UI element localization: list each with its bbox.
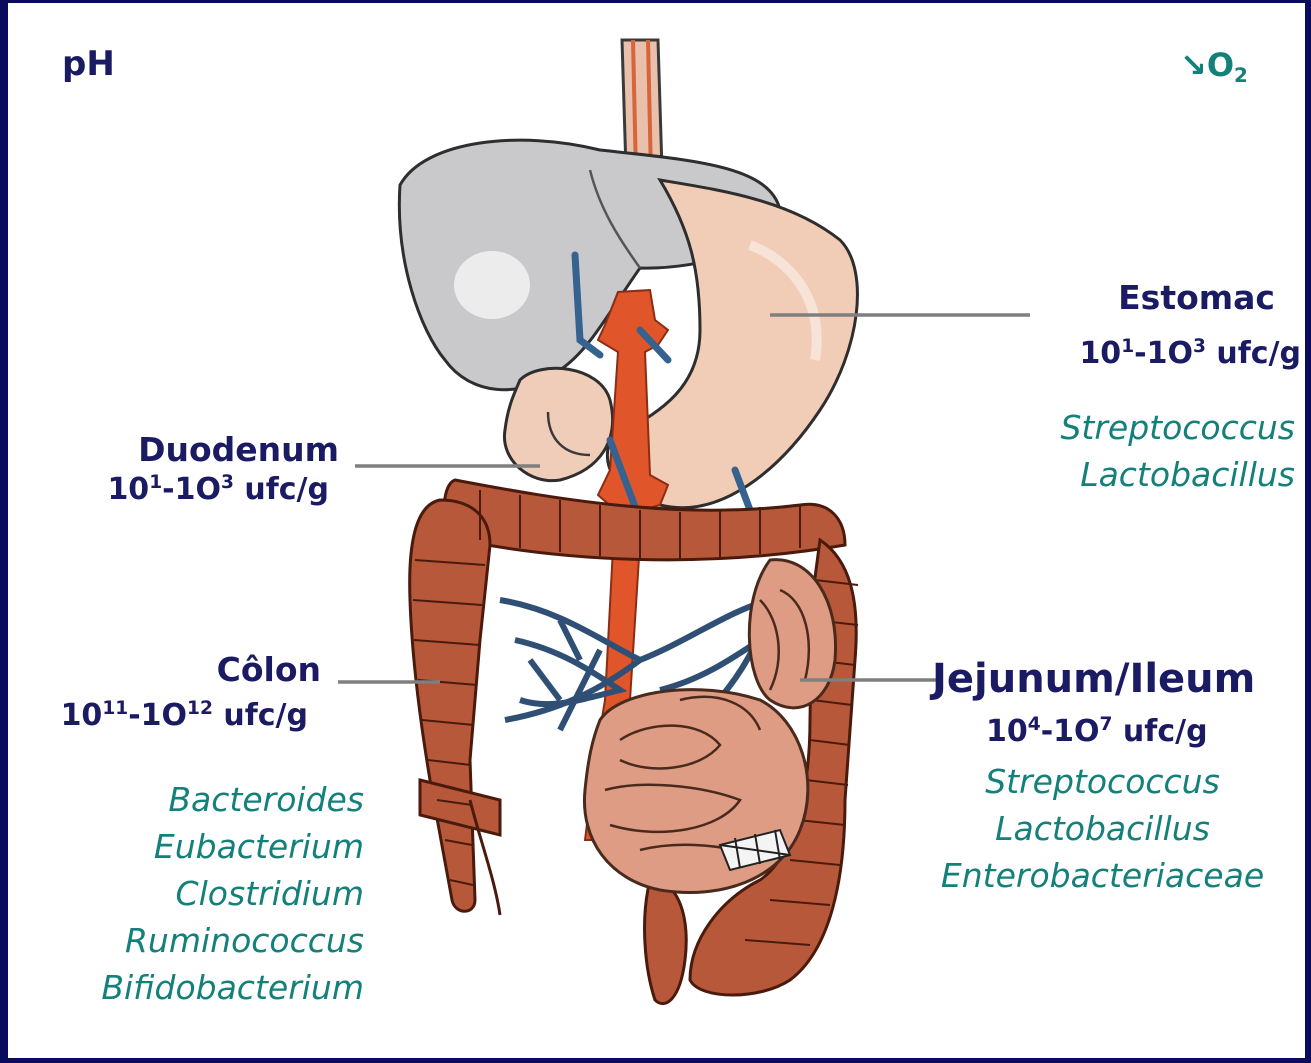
oxygen-decrease-label: ↘O2 <box>1180 46 1248 84</box>
duodenum <box>504 368 612 480</box>
genus-item: Lactobacillus <box>905 805 1300 852</box>
oxygen-subscript: 2 <box>1234 64 1248 87</box>
genus-item: Streptococcus <box>905 758 1300 805</box>
colon-label: Côlon <box>217 650 321 689</box>
ph-label: pH <box>62 44 115 84</box>
estomac-count: 101-1O3 ufc/g <box>1079 336 1301 371</box>
genus-item: Enterobacteriaceae <box>905 852 1300 899</box>
colon-count: 1011-1O12 ufc/g <box>61 698 308 733</box>
oxygen-symbol: O <box>1207 46 1234 84</box>
genus-item: Clostridium <box>101 870 364 917</box>
jejunum-count: 104-1O7 ufc/g <box>986 714 1208 749</box>
jejunum-genera: Streptococcus Lactobacillus Enterobacter… <box>905 758 1300 899</box>
genus-item: Lactobacillus <box>1060 451 1295 498</box>
estomac-genera: Streptococcus Lactobacillus <box>1060 404 1295 498</box>
genus-item: Bacteroides <box>101 776 364 823</box>
duodenum-label: Duodenum <box>138 430 339 469</box>
colon-genera: Bacteroides Eubacterium Clostridium Rumi… <box>101 776 364 1011</box>
duodenum-count: 101-1O3 ufc/g <box>107 472 329 507</box>
down-right-arrow-icon: ↘ <box>1180 46 1207 84</box>
genus-item: Bifidobacterium <box>101 964 364 1011</box>
genus-item: Eubacterium <box>101 823 364 870</box>
genus-item: Ruminococcus <box>101 917 364 964</box>
genus-item: Streptococcus <box>1060 404 1295 451</box>
jejunum-ileum-label: Jejunum/Ileum <box>932 656 1255 702</box>
estomac-label: Estomac <box>1118 278 1275 317</box>
